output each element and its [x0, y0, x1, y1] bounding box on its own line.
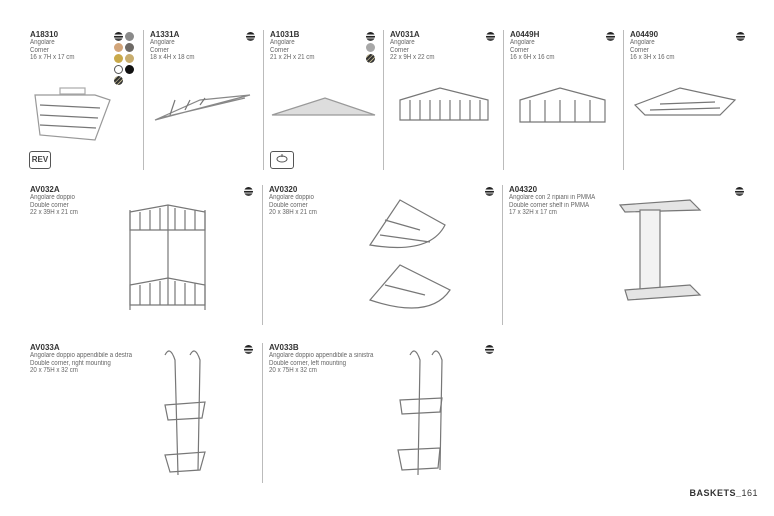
- product-description: Double corner, right mounting: [30, 359, 111, 367]
- section-title: BASKETS_: [689, 488, 742, 498]
- finish-swatch-icon: [125, 65, 134, 74]
- product-description: Double corner, left mounting: [269, 359, 347, 367]
- product-description: Angolare con 2 ripiani in PMMA: [509, 194, 596, 201]
- product-description: 16 x 7H x 17 cm: [30, 54, 75, 61]
- product-description: 20 x 38H x 21 cm: [269, 209, 317, 216]
- product-code: A0449H: [510, 30, 540, 39]
- product-description: 17 x 32H x 17 cm: [509, 209, 557, 216]
- page-number: 161: [741, 488, 758, 498]
- product-description: Angolare doppio: [30, 194, 75, 201]
- product-description: Angolare doppio appendibile a sinistra: [269, 352, 374, 359]
- finish-swatch-icon: [125, 43, 134, 52]
- finish-swatch-icon: [114, 76, 123, 85]
- finish-swatch-icon: [606, 32, 615, 41]
- product-description: Angolare: [30, 39, 55, 46]
- product-description: 20 x 75H x 32 cm: [269, 367, 317, 374]
- product-description: 22 x 9H x 22 cm: [390, 54, 435, 61]
- product-description: Corner: [150, 46, 169, 54]
- finish-swatch-icon: [244, 187, 253, 196]
- product-description: 22 x 39H x 21 cm: [30, 209, 78, 216]
- suction-mount-icon: [270, 151, 294, 169]
- product-description: Angolare doppio: [269, 194, 314, 201]
- finish-swatch-icon: [736, 32, 745, 41]
- product-code: AV033A: [30, 343, 60, 352]
- finish-swatch-icon: [125, 54, 134, 63]
- product-description: Double corner shelf in PMMA: [509, 201, 590, 209]
- product-code: AV0320: [269, 185, 298, 194]
- finish-swatch-icon: [366, 43, 375, 52]
- product-code: A18310: [30, 30, 59, 39]
- product-description: 18 x 4H x 18 cm: [150, 54, 195, 61]
- finish-swatch-icon: [114, 54, 123, 63]
- rev-badge: REV: [29, 151, 51, 169]
- product-description: 16 x 3H x 16 cm: [630, 54, 675, 61]
- product-description: Corner: [30, 46, 49, 54]
- product-description: Angolare: [510, 39, 535, 46]
- finish-swatch-icon: [114, 65, 123, 74]
- finish-swatch-icon: [246, 32, 255, 41]
- product-code: AV031A: [390, 30, 420, 39]
- product-code: A1331A: [150, 30, 180, 39]
- product-code: AV033B: [269, 343, 299, 352]
- product-description: Angolare: [630, 39, 655, 46]
- finish-swatch-icon: [485, 345, 494, 354]
- product-description: Corner: [390, 46, 409, 54]
- finish-swatch-icon: [366, 32, 375, 41]
- product-description: Double corner: [30, 201, 69, 209]
- product-description: Double corner: [269, 201, 308, 209]
- finish-swatch-icon: [366, 54, 375, 63]
- finish-swatch-icon: [244, 345, 253, 354]
- finish-swatch-icon: [125, 32, 134, 41]
- product-description: Corner: [270, 46, 289, 54]
- product-code: A04490: [630, 30, 659, 39]
- product-description: 16 x 6H x 16 cm: [510, 54, 555, 61]
- finish-swatch-icon: [735, 187, 744, 196]
- page-footer: BASKETS_161: [689, 488, 758, 498]
- product-description: Angolare: [270, 39, 295, 46]
- product-description: Corner: [630, 46, 649, 54]
- product-description: 20 x 75H x 32 cm: [30, 367, 78, 374]
- product-description: Angolare: [390, 39, 415, 46]
- finish-swatch-icon: [485, 187, 494, 196]
- product-code: A1031B: [270, 30, 300, 39]
- product-description: Corner: [510, 46, 529, 54]
- product-description: Angolare: [150, 39, 175, 46]
- finish-swatch-icon: [114, 43, 123, 52]
- product-description: 21 x 2H x 21 cm: [270, 54, 315, 61]
- product-code: A04320: [509, 185, 538, 194]
- product-code: AV032A: [30, 185, 60, 194]
- product-description: Angolare doppio appendibile a destra: [30, 352, 133, 359]
- finish-swatch-icon: [114, 32, 123, 41]
- finish-swatch-icon: [486, 32, 495, 41]
